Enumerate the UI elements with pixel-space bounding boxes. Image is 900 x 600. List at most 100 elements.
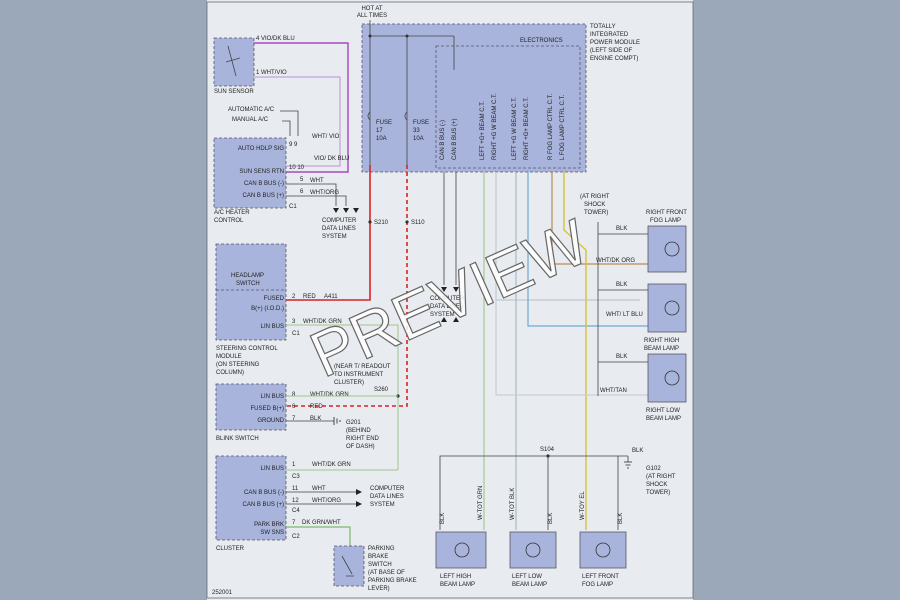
cluster-conn-1: C3 xyxy=(292,474,300,480)
pb-6: LEVER) xyxy=(368,586,390,592)
tipm-title-4: (LEFT SIDE OF xyxy=(590,48,633,54)
electronics-label: ELECTRONICS xyxy=(520,38,563,44)
g201-1: G201 xyxy=(346,420,361,426)
lf-fog-name-1: LEFT FRONT xyxy=(582,574,619,580)
ars-2: SHOCK xyxy=(584,202,605,208)
pin-r-fog: R FOG LAMP CTRL C.T. xyxy=(548,93,554,160)
wire-red-fuse17 xyxy=(286,165,371,301)
cluster-pin-3: 12 xyxy=(292,498,299,504)
ac-wire-4: WHT/ORG xyxy=(310,190,339,196)
parking-brake-symbol xyxy=(341,555,354,577)
ac-row-1: AUTO HDLP SIG xyxy=(238,146,284,152)
rh-beam-bulb-icon xyxy=(664,300,680,316)
ac-wire-2: VIO/ DK BLU xyxy=(314,156,349,162)
rf-fog-w1: BLK xyxy=(616,226,627,232)
cluster-pin-2: 11 xyxy=(292,486,299,492)
lh-beam-bulb-icon xyxy=(454,542,470,558)
wire-dk-grn-wht xyxy=(286,526,351,546)
blink-wire-2: RED xyxy=(310,404,323,410)
cluster-pin-1: 1 xyxy=(292,462,296,468)
cluster-conn-2: C4 xyxy=(292,508,300,514)
fuse-33-label-1: FUSE xyxy=(413,120,429,126)
rf-fog-box xyxy=(647,225,687,273)
cluster-row-3: CAN B BUS (+) xyxy=(242,502,284,508)
readout-3: CLUSTER) xyxy=(334,380,364,386)
ll-beam-w2: W-TOT BLK xyxy=(510,488,516,520)
ac-label-2: CONTROL xyxy=(214,218,244,224)
ac-top-line-1 xyxy=(280,110,299,136)
right-low-beam-lamp: BLK WHT/TAN RIGHT LOW BEAM LAMP xyxy=(598,353,687,422)
electronics-box xyxy=(435,45,581,169)
bus-junction-2 xyxy=(405,34,409,38)
rl-beam-w2: WHT/TAN xyxy=(600,388,627,394)
cdl-3-line-1: COMPUTER xyxy=(430,296,465,302)
pb-2: BRAKE xyxy=(368,554,388,560)
steer-label-4: COLUMN) xyxy=(216,370,244,376)
ac-can-plus-wire xyxy=(286,195,347,206)
blink-row-1: LIN BUS xyxy=(261,394,284,400)
wire-wht-vio xyxy=(254,76,341,167)
ac-wire-3: WHT xyxy=(310,178,324,184)
diagram-id: 252001 xyxy=(212,590,233,596)
steer-label-2: MODULE xyxy=(216,354,242,360)
blink-switch-box xyxy=(215,383,287,431)
ac-top-2: MANUAL A/C xyxy=(232,117,269,123)
s110-label: S110 xyxy=(411,220,425,226)
cdl-1-line-3: SYSTEM xyxy=(322,234,347,240)
tipm-title-1: TOTALLY xyxy=(590,24,616,30)
g102-4: TOWER) xyxy=(646,490,670,496)
right-front-fog-lamp: BLK WHT/DK ORG RIGHT FRONT FOG LAMP xyxy=(596,210,687,273)
sheet-border xyxy=(206,1,694,599)
tipm-box xyxy=(361,23,587,173)
hot-label-1: HOT AT xyxy=(361,6,382,12)
ll-beam-name-1: LEFT LOW xyxy=(512,574,542,580)
sun-sensor-label: SUN SENSOR xyxy=(214,89,254,95)
rf-fog-w2: WHT/DK ORG xyxy=(596,258,635,264)
ll-beam-name-2: BEAM LAMP xyxy=(512,582,547,588)
steer-row-2: B(+) (I.O.D.) xyxy=(251,306,284,312)
left-front-fog-lamp: W-TOY EL BLK LEFT FRONT FOG LAMP xyxy=(579,491,627,588)
ac-heater-box xyxy=(213,137,287,209)
pin-right-high: RIGHT +G+ BEAM C.T. xyxy=(524,97,530,160)
cluster-row-4a: PARK BRK xyxy=(254,522,284,528)
steer-row-1: FUSED xyxy=(264,296,285,302)
blink-label: BLINK SWITCH xyxy=(216,436,259,442)
ac-row-2: SUN SENS RTN xyxy=(239,169,284,175)
blink-pin-3: 7 xyxy=(292,416,296,422)
pin-left-low: LEFT +G W BEAM C.T. xyxy=(512,97,518,160)
ac-conn: C1 xyxy=(289,204,297,210)
blink-pin-2: 6 xyxy=(292,404,296,410)
ac-can-minus-wire xyxy=(286,183,337,206)
cdl-3-line-3: SYSTEM xyxy=(430,312,455,318)
rh-beam-name-1: RIGHT HIGH xyxy=(644,338,679,344)
sun-sensor-wire-1: 4 VIO/DK BLU xyxy=(256,36,295,42)
cluster-wire-3: WHT/ORG xyxy=(312,498,341,504)
sun-sensor-box xyxy=(213,37,255,87)
pin-right-low: RIGHT +G W BEAM C.T. xyxy=(492,93,498,160)
cluster-row-4b: SW SNS xyxy=(260,530,284,536)
g102-2: (AT RIGHT xyxy=(646,474,676,480)
tipm-title-2: INTEGRATED xyxy=(590,32,629,38)
headlamp-title-2: SWITCH xyxy=(236,281,260,287)
rl-beam-name-1: RIGHT LOW xyxy=(646,408,680,414)
s110-dot xyxy=(405,220,409,224)
wire-lin-bus xyxy=(286,324,399,470)
steer-pin-1: 2 xyxy=(292,294,296,300)
cdl-2-line-3: SYSTEM xyxy=(370,502,395,508)
left-ground-bus xyxy=(439,455,628,530)
parking-brake-box xyxy=(333,545,365,587)
steer-conn: C1 xyxy=(292,331,300,337)
cluster-box xyxy=(215,455,287,541)
lf-fog-bulb-icon xyxy=(595,542,611,558)
pb-5: PARKING BRAKE xyxy=(368,578,417,584)
fuse-33-label-3: 10A xyxy=(413,136,424,142)
wire-right-low xyxy=(495,300,648,396)
lf-fog-name-2: FOG LAMP xyxy=(582,582,613,588)
blink-wire-3: BLK xyxy=(310,416,321,422)
ac-pin-3: 5 xyxy=(300,177,304,183)
s260-label: S260 xyxy=(374,387,389,393)
rl-beam-name-2: BEAM LAMP xyxy=(646,416,681,422)
hot-label-2: ALL TIMES xyxy=(357,13,387,19)
steer-wire-id: A411 xyxy=(324,294,338,300)
blink-row-2: FUSED B(+) xyxy=(250,406,284,412)
